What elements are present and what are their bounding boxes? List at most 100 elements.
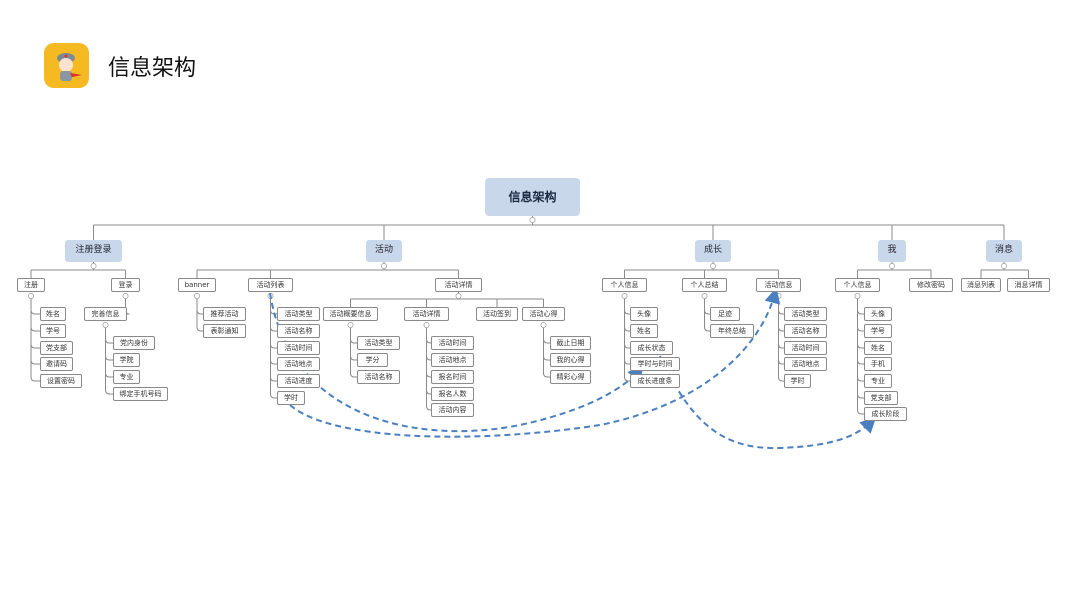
topic-node[interactable]: 足迹 [710, 307, 740, 321]
topic-node[interactable]: 活动签到 [476, 307, 518, 321]
topic-node[interactable]: 活动类型 [277, 307, 320, 321]
topic-node[interactable]: 表彰通知 [203, 324, 246, 338]
topic-node[interactable]: 活动名称 [357, 370, 400, 384]
topic-node[interactable]: 设置密码 [40, 374, 82, 388]
collapse-toggle-icon [194, 293, 200, 299]
topic-node[interactable]: 成长阶段 [864, 407, 907, 421]
connector [704, 326, 710, 332]
connector [426, 389, 431, 395]
connector [778, 376, 784, 382]
topic-node[interactable]: 党支部 [40, 341, 73, 355]
connector [105, 338, 113, 344]
topic-node[interactable]: 活动详情 [404, 307, 449, 321]
topic-node[interactable]: 精彩心得 [550, 370, 591, 384]
root-node[interactable]: 信息架构 [485, 178, 580, 216]
topic-node[interactable]: 成长进度条 [630, 374, 680, 388]
connector [30, 376, 40, 382]
topic-node[interactable]: 活动时间 [431, 336, 474, 350]
collapse-toggle-icon [102, 322, 109, 328]
connector [105, 355, 113, 361]
collapse-toggle-icon [889, 263, 895, 269]
cross-link-arrow [659, 355, 877, 450]
topic-node[interactable]: 学分 [357, 353, 388, 367]
connector [704, 309, 710, 315]
topic-node[interactable]: 头像 [864, 307, 892, 321]
topic-node[interactable]: 活动信息 [756, 278, 801, 292]
connector [270, 376, 277, 382]
topic-node[interactable]: 推荐活动 [203, 307, 246, 321]
topic-node[interactable]: 学号 [864, 324, 892, 338]
topic-node[interactable]: 我 [878, 240, 906, 262]
topic-node[interactable]: 消息列表 [961, 278, 1001, 292]
topic-node[interactable]: banner [178, 278, 216, 292]
topic-node[interactable]: 邀请码 [40, 357, 73, 371]
topic-node[interactable]: 消息 [986, 240, 1022, 262]
topic-node[interactable]: 活动心得 [522, 307, 565, 321]
topic-node[interactable]: 个人信息 [835, 278, 880, 292]
collapse-toggle-icon [710, 263, 716, 269]
connector [543, 372, 550, 378]
topic-node[interactable]: 登录 [111, 278, 140, 292]
connector [105, 372, 113, 378]
topic-node[interactable]: 活动进度 [277, 374, 320, 388]
topic-node[interactable]: 活动类型 [784, 307, 827, 321]
topic-node[interactable]: 党内身份 [113, 336, 155, 350]
topic-node[interactable]: 活动 [366, 240, 402, 262]
topic-node[interactable]: 姓名 [40, 307, 66, 321]
topic-node[interactable]: 活动时间 [784, 341, 827, 355]
collapse-toggle-icon [775, 293, 782, 299]
topic-node[interactable]: 专业 [113, 370, 140, 384]
connector [624, 359, 630, 365]
topic-node[interactable]: 截止日期 [550, 336, 591, 350]
topic-node[interactable]: 消息详情 [1007, 278, 1050, 292]
topic-node[interactable]: 学院 [113, 353, 140, 367]
connector [270, 359, 277, 365]
topic-node[interactable]: 姓名 [630, 324, 658, 338]
topic-node[interactable]: 姓名 [864, 341, 892, 355]
connector [30, 343, 40, 349]
topic-node[interactable]: 活动时间 [277, 341, 320, 355]
app-logo [44, 43, 89, 88]
topic-node[interactable]: 学时与时间 [630, 357, 680, 371]
connector [350, 355, 357, 361]
topic-node[interactable]: 活动地点 [431, 353, 474, 367]
topic-node[interactable]: 我的心得 [550, 353, 591, 367]
topic-node[interactable]: 活动地点 [784, 357, 827, 371]
topic-node[interactable]: 成长 [695, 240, 731, 262]
topic-node[interactable]: 个人信息 [602, 278, 647, 292]
connector [857, 309, 864, 315]
topic-node[interactable]: 活动详情 [435, 278, 482, 292]
topic-node[interactable]: 年终总结 [710, 324, 754, 338]
topic-node[interactable]: 活动名称 [277, 324, 320, 338]
topic-node[interactable]: 注册 [17, 278, 45, 292]
topic-node[interactable]: 专业 [864, 374, 892, 388]
connector [350, 372, 357, 378]
topic-node[interactable]: 活动列表 [248, 278, 293, 292]
topic-node[interactable]: 绑定手机号码 [113, 387, 168, 401]
topic-node[interactable]: 活动名称 [784, 324, 827, 338]
topic-node[interactable]: 活动类型 [357, 336, 400, 350]
topic-node[interactable]: 头像 [630, 307, 658, 321]
connector [857, 409, 864, 415]
topic-node[interactable]: 注册登录 [65, 240, 122, 262]
topic-node[interactable]: 个人总结 [682, 278, 727, 292]
topic-node[interactable]: 党支部 [864, 391, 898, 405]
connector [857, 326, 864, 332]
topic-node[interactable]: 报名人数 [431, 387, 474, 401]
topic-node[interactable]: 学时 [784, 374, 811, 388]
topic-node[interactable]: 完善信息 [84, 307, 127, 321]
topic-node[interactable]: 活动概要信息 [323, 307, 378, 321]
topic-node[interactable]: 成长状态 [630, 341, 673, 355]
connector [624, 309, 630, 315]
topic-node[interactable]: 活动内容 [431, 403, 474, 417]
topic-node[interactable]: 报名时间 [431, 370, 474, 384]
topic-node[interactable]: 修改密码 [909, 278, 953, 292]
topic-node[interactable]: 手机 [864, 357, 892, 371]
topic-node[interactable]: 学号 [40, 324, 66, 338]
connector [543, 338, 550, 344]
collapse-toggle-icon [621, 293, 628, 299]
connector [270, 326, 277, 332]
topic-node[interactable]: 学时 [277, 391, 305, 405]
topic-node[interactable]: 活动地点 [277, 357, 320, 371]
